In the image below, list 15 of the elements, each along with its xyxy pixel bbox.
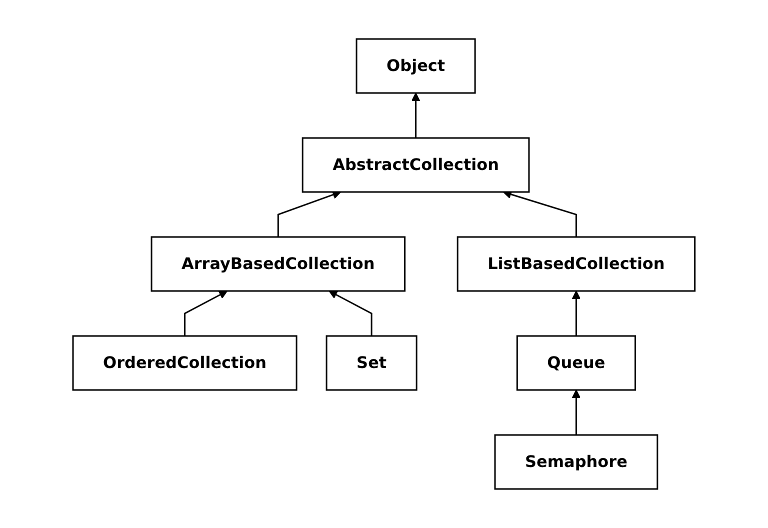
arrow bbox=[572, 290, 581, 336]
arrow bbox=[278, 190, 342, 237]
node-box: Semaphore bbox=[494, 434, 658, 490]
node-box: Set bbox=[326, 335, 418, 391]
node-box: AbstractCollection bbox=[302, 137, 530, 193]
node-box: Object bbox=[356, 38, 476, 94]
node-box: Queue bbox=[516, 335, 636, 391]
arrow bbox=[502, 190, 578, 237]
arrow bbox=[184, 290, 228, 336]
arrow bbox=[411, 92, 420, 138]
node-box: ArrayBasedCollection bbox=[150, 236, 406, 292]
arrow bbox=[328, 290, 372, 336]
arrow bbox=[572, 390, 581, 435]
node-box: OrderedCollection bbox=[72, 335, 298, 391]
node-box: ListBasedCollection bbox=[456, 236, 696, 292]
